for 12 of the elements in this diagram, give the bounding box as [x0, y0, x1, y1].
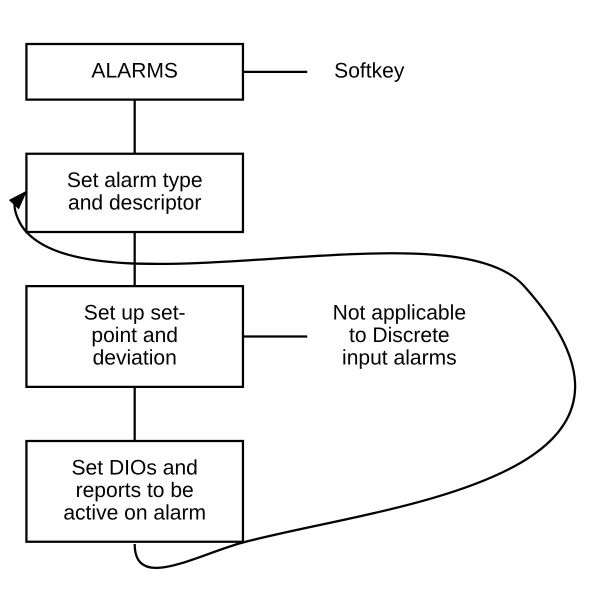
connector [134, 386, 136, 440]
node-box: Set DIOs and reports to be active on alarm [25, 439, 244, 542]
arrow [8, 190, 574, 568]
node-box: ALARMS [25, 42, 244, 100]
node-box: Set up set- point and deviation [25, 284, 244, 388]
node-text: Not applicable to Discrete input alarms [332, 300, 466, 370]
connector [243, 70, 308, 72]
connector [134, 232, 136, 286]
node-text: Softkey [334, 58, 404, 82]
connector [134, 100, 136, 154]
node-box: Set alarm type and descriptor [25, 152, 244, 233]
connector [243, 334, 308, 338]
